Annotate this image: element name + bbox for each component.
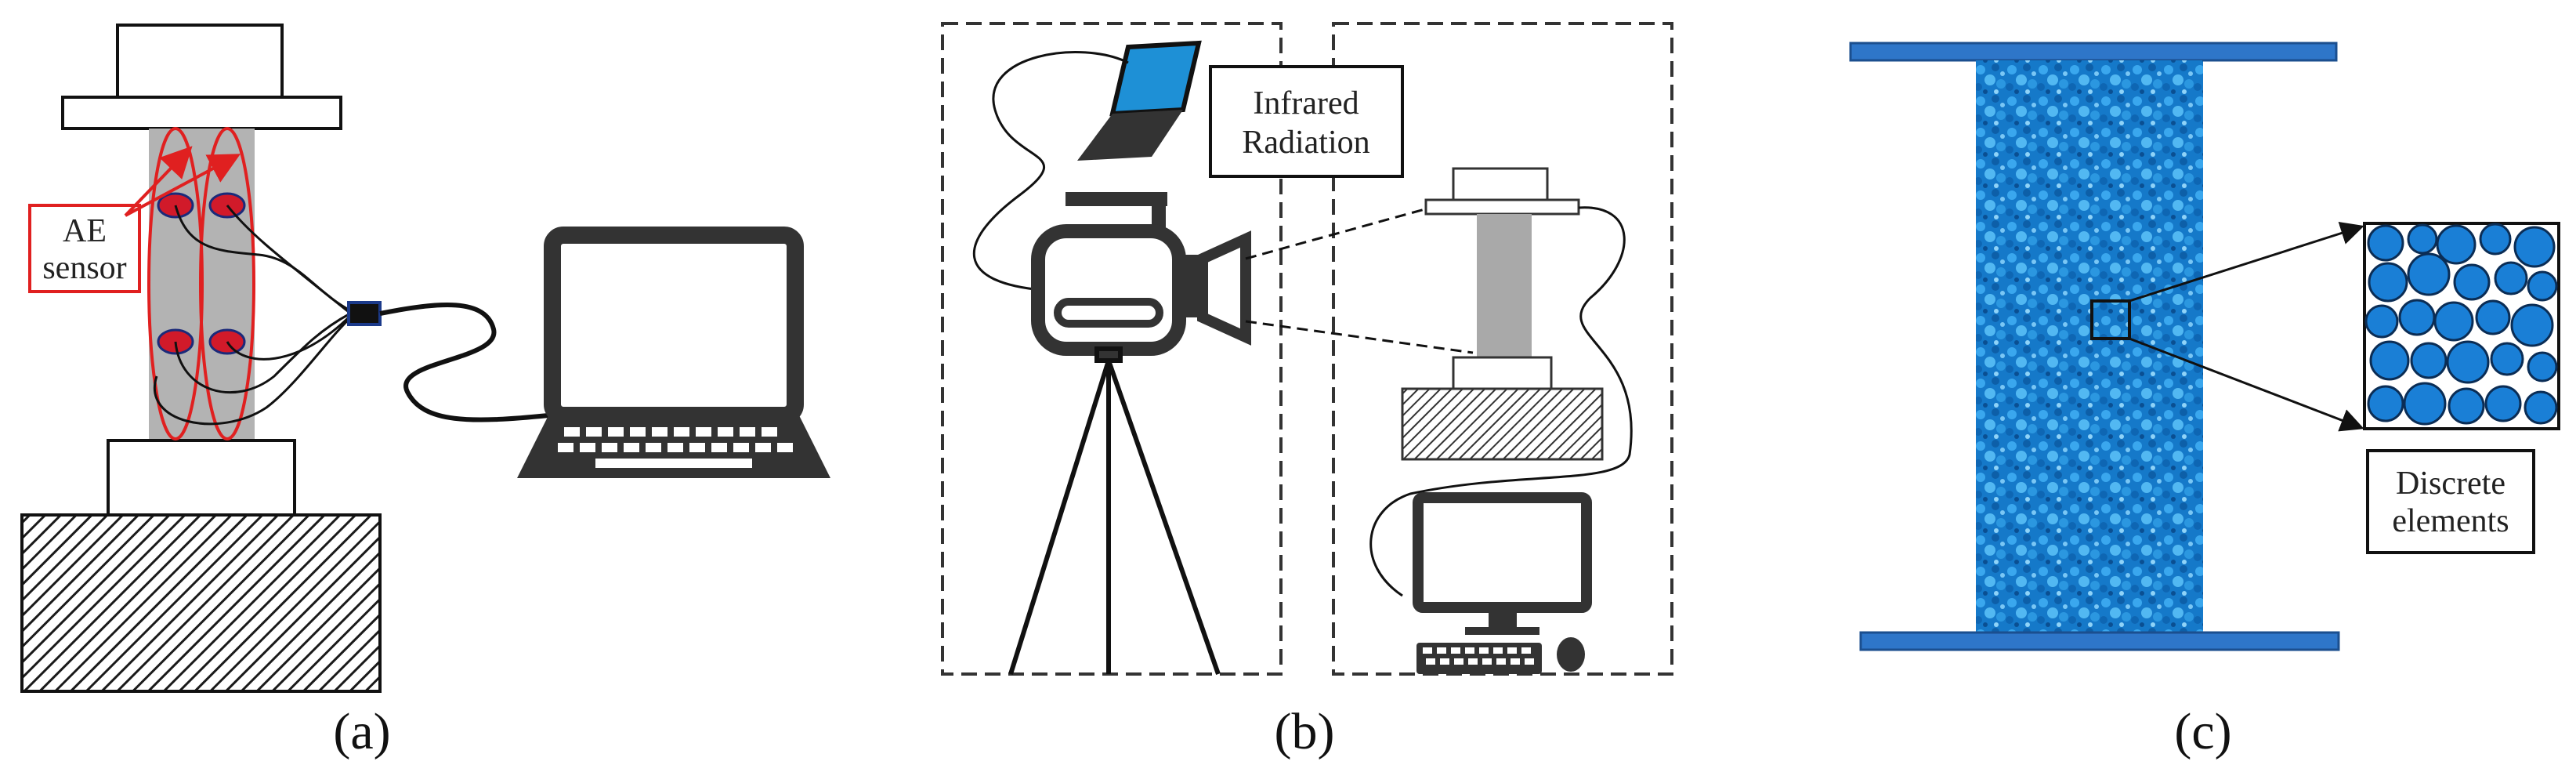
panel-b-caption: (b) [1275,703,1335,760]
rig-base [1401,387,1604,461]
rig-cable [1369,206,1633,597]
infrared-camera-icon [1031,192,1251,356]
mouse-icon [1557,637,1585,672]
zoom-line-bottom [2129,337,2364,432]
laptop-icon [517,227,830,478]
panel-a-caption: (a) [333,703,390,760]
hatched-base [20,513,382,693]
camera-cable [972,51,1129,292]
load-platen-top-plate [61,96,342,130]
discrete-element-specimen [1976,60,2203,633]
discrete-elements-label-line2: elements [2392,503,2509,539]
infrared-label-box [1209,65,1404,178]
panel-b: Infrared Radiation [941,22,1673,760]
infrared-label-line1: Infrared [1253,85,1359,121]
camera-side-frame [941,22,1283,676]
view-line-bottom [1245,320,1474,354]
zoom-line-top [2129,222,2364,303]
panel-a: AE sensor (a) [20,24,830,760]
panel-c-caption: (c) [2174,703,2231,760]
panel-c: Discrete elements (c) [1849,42,2560,760]
ae-label-arrow-2 [125,154,241,217]
ae-sensor-label-line1: AE [63,213,107,249]
test-rig [1401,167,1604,461]
discrete-elements-label-line1: Discrete [2396,466,2505,502]
rig-bottom-plate [1452,356,1553,390]
laptop-cable [379,302,549,422]
load-platen-top-block [116,24,284,99]
data-acquisition-box-icon [347,301,382,326]
rig-specimen [1477,214,1532,357]
rig-top-plate [1424,198,1580,216]
discrete-elements-label-box [2366,449,2535,554]
ae-sensor-icon [157,192,246,355]
rig-top-block [1452,167,1549,201]
sensor-cables [154,205,353,426]
load-platen-bottom [107,439,296,517]
sensor-ring-right [199,127,255,440]
infrared-label-line2: Radiation [1242,125,1369,161]
small-laptop-icon [1077,40,1202,161]
keyboard-icon [1416,643,1542,674]
zoomed-particles-inset [2363,222,2560,430]
ae-sensor-label-line2: sensor [42,250,126,286]
desktop-computer-icon [1413,492,1592,635]
zoom-source-box [2090,299,2131,340]
ae-sensor-label-box [28,204,141,293]
ae-label-arrow-1 [124,146,193,217]
tripod-icon [1008,346,1221,675]
model-top-plate [1849,42,2338,62]
model-bottom-plate [1859,631,2340,651]
